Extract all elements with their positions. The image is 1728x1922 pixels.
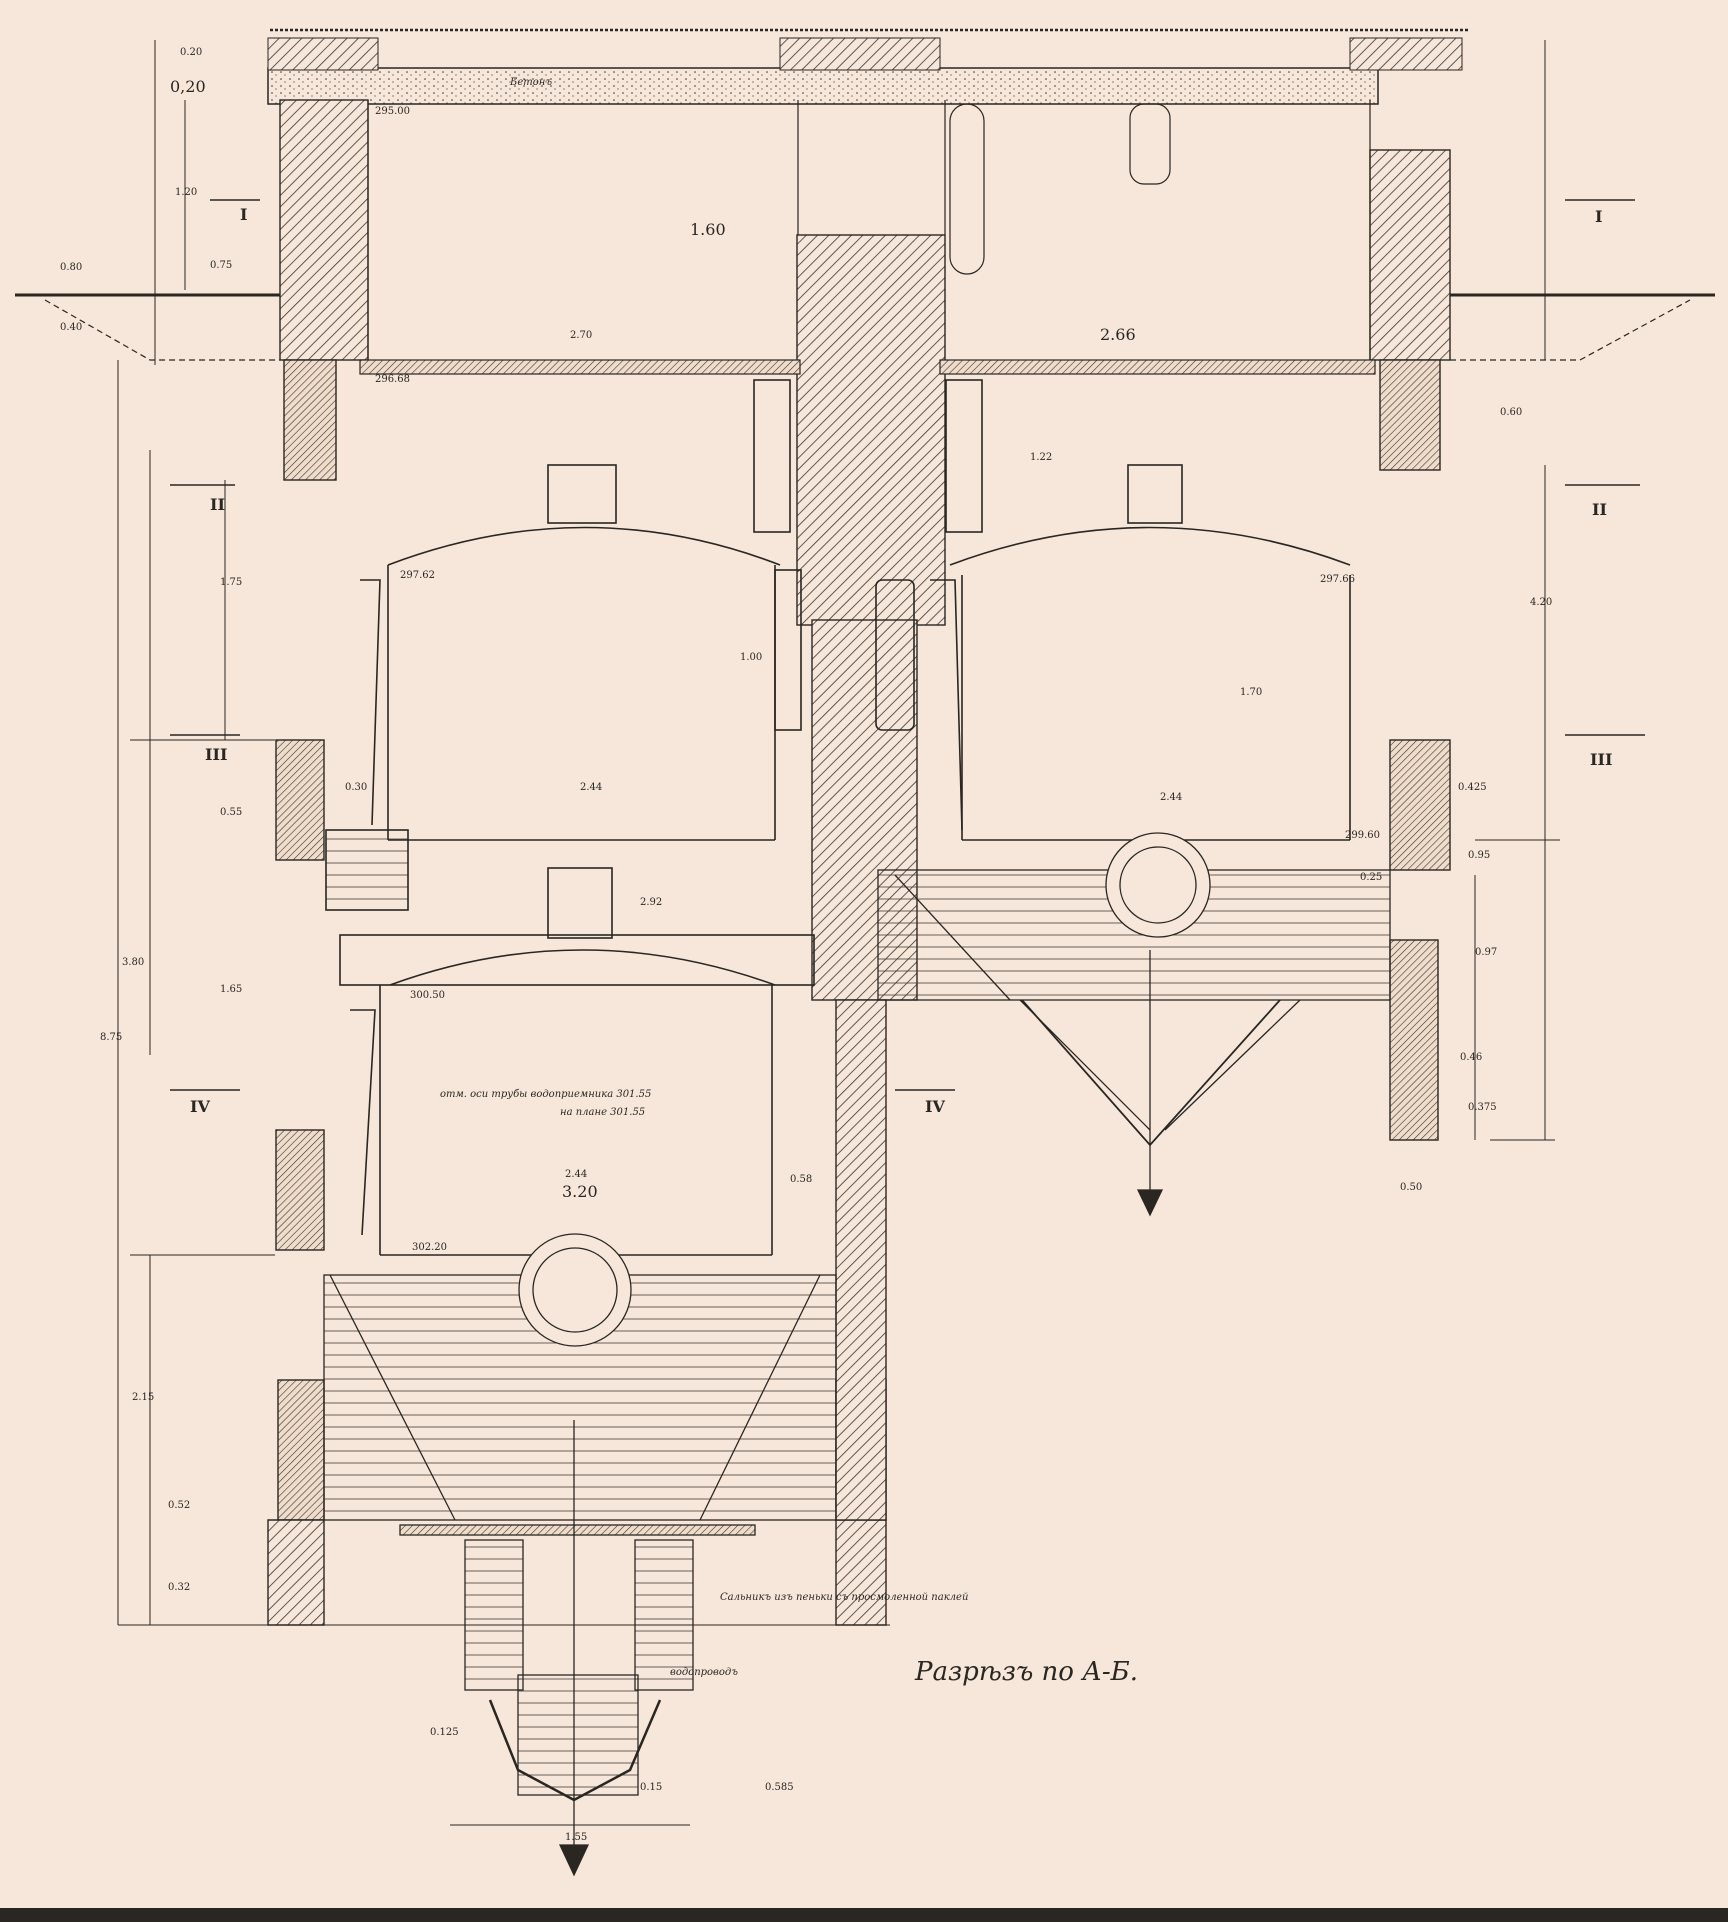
dim-value: 1.70 — [1240, 687, 1262, 698]
tank-upper-left — [360, 379, 802, 841]
label-note-bottom: Сальникъ изъ пеньки съ просмоленной пакл… — [720, 1592, 968, 1603]
dim-value: 0.46 — [1460, 1052, 1482, 1063]
label-upper-left-span: 2.70 — [570, 330, 592, 341]
label-mark-level-d: 295.00 — [375, 106, 410, 117]
dim-value: 1.20 — [175, 187, 197, 198]
ground-line — [15, 28, 1715, 361]
section-mark-labels: I I II II III III IV IV — [190, 205, 1612, 1116]
label-mark-upper-right: 297.66 — [1320, 574, 1355, 585]
outer-walls — [267, 99, 1451, 1626]
dim-value: 0.15 — [640, 1782, 662, 1793]
dim-value: 0.50 — [1400, 1182, 1422, 1193]
label-upper-right-span: 2.66 — [1100, 325, 1136, 344]
upper-room — [367, 100, 1371, 360]
dimension-chain-right — [450, 40, 1560, 1826]
label-bottom-width: 1.55 — [565, 1832, 587, 1843]
section-mark-IV-left: IV — [190, 1097, 210, 1116]
dimension-values: 0.20 0.40 0.80 0.75 1.20 1.75 1.65 1.22 … — [60, 47, 1522, 1793]
label-overflow-note: отм. оси трубы водоприемника 301.55 — [440, 1089, 651, 1100]
label-mark-level-b: 302.20 — [412, 1242, 447, 1253]
label-note-pipe: водопроводъ — [670, 1667, 738, 1678]
dim-value: 0.20 — [180, 47, 202, 58]
dim-value: 1.00 — [740, 652, 762, 663]
dim-value: 0.425 — [1458, 782, 1487, 793]
dim-value: 0.60 — [1500, 407, 1522, 418]
dim-value: 0.58 — [790, 1174, 812, 1185]
label-tank-width-upper: 2.44 — [580, 782, 602, 793]
tank-upper-right — [875, 379, 1351, 841]
label-left-mid: 3.80 — [122, 957, 144, 968]
roof-slab — [267, 37, 1463, 105]
dim-value: 0.125 — [430, 1727, 459, 1738]
dim-value: 1.75 — [220, 577, 242, 588]
dim-value: 0.375 — [1468, 1102, 1497, 1113]
label-lower-width: 2.92 — [640, 897, 662, 908]
dim-value: 0.55 — [220, 807, 242, 818]
label-top-level: 0,20 — [170, 77, 206, 96]
section-mark-II-left: II — [210, 495, 225, 514]
section-mark-III-left: III — [205, 745, 227, 764]
upper-floor-slab — [359, 359, 1376, 375]
label-tank-span: 3.20 — [562, 1182, 598, 1201]
dim-value: 0.52 — [168, 1500, 190, 1511]
hopper-upper-right — [877, 832, 1391, 1217]
section-mark-I-right: I — [1595, 207, 1602, 226]
tank-lower — [325, 829, 815, 1256]
label-overflow-note-2: на плане 301.55 — [560, 1107, 645, 1118]
section-mark-IV-right: IV — [925, 1097, 945, 1116]
label-mark-lower: 300.50 — [410, 990, 445, 1001]
dim-value: 0.95 — [1468, 850, 1490, 861]
section-marks — [170, 199, 1645, 1091]
label-tank-width-upper-right: 2.44 — [1160, 792, 1182, 803]
drawing-labels: 0,20 1.60 Бетонъ 2.70 2.66 297.62 297.66… — [100, 77, 1552, 1843]
dim-value: 0.97 — [1475, 947, 1497, 958]
dim-value: 0.80 — [60, 262, 82, 273]
dim-value: 0.585 — [765, 1782, 794, 1793]
label-mark-upper-left: 297.62 — [400, 570, 435, 581]
section-mark-II-right: II — [1592, 500, 1607, 519]
dim-value: 1.22 — [1030, 452, 1052, 463]
dim-value: 0.75 — [210, 260, 232, 271]
label-room-height: 1.60 — [690, 220, 726, 239]
dim-value: 0.40 — [60, 322, 82, 333]
label-left-total: 8.75 — [100, 1032, 122, 1043]
label-tank-width-lower: 2.44 — [565, 1169, 587, 1180]
dim-value: 0.30 — [345, 782, 367, 793]
dim-value: 0.25 — [1360, 872, 1382, 883]
dim-value: 0.32 — [168, 1582, 190, 1593]
label-mark-level-c: 296.68 — [375, 374, 410, 385]
section-mark-III-right: III — [1590, 750, 1612, 769]
section-mark-I-left: I — [240, 205, 247, 224]
label-mark-level-a: 299.60 — [1345, 830, 1380, 841]
dimension-chain-left — [117, 40, 890, 1626]
hopper-lower — [323, 1233, 837, 1877]
sheet-border — [0, 1908, 1728, 1922]
drawing-title: Разрѣзъ по А-Б. — [914, 1657, 1138, 1687]
dim-value: 1.65 — [220, 984, 242, 995]
label-right-total: 4.20 — [1530, 597, 1552, 608]
label-left-low: 2.15 — [132, 1392, 154, 1403]
label-slab-note: Бетонъ — [509, 77, 552, 88]
